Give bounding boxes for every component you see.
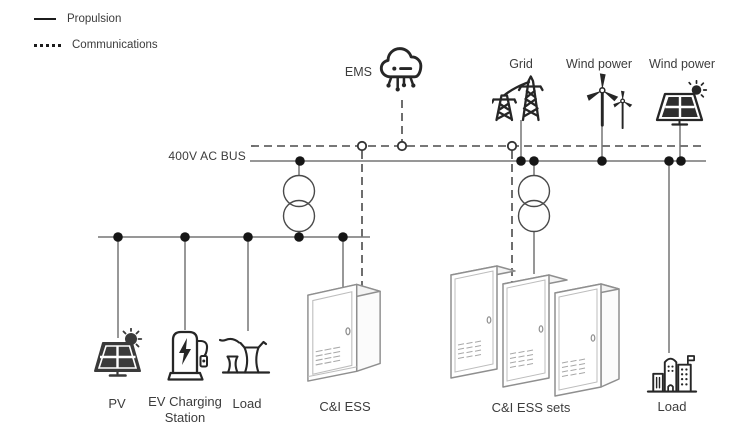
wind-power-right-label: Wind power (649, 57, 715, 71)
dotted-line-swatch (34, 43, 61, 47)
transformer-left-icon (282, 174, 316, 233)
ess-cabinet-sets-icon (450, 260, 622, 405)
bus-junction-dots (113, 156, 686, 242)
legend-label: Propulsion (67, 13, 122, 25)
ems-label: EMS (344, 65, 372, 79)
ess-sets-label: C&I ESS sets (491, 400, 571, 415)
solid-line-swatch (34, 18, 56, 20)
load-right-label: Load (657, 399, 687, 414)
pv-panel-icon (92, 327, 154, 383)
legend-item-propulsion: Propulsion (34, 6, 158, 32)
ess-label: C&I ESS (319, 399, 371, 414)
ess-cabinet-icon (300, 262, 390, 388)
wind-turbine-icon (580, 70, 642, 135)
ev-charging-label: EV Charging Station (148, 394, 222, 426)
pv-label: PV (108, 396, 126, 411)
comms-bus-line (251, 100, 705, 292)
grid-label: Grid (509, 57, 533, 71)
legend: Propulsion Communications (34, 6, 158, 58)
grid-tower-icon (491, 72, 550, 127)
wind-power-left-label: Wind power (566, 57, 632, 71)
city-load-icon (645, 344, 699, 399)
comms-node-circles (356, 140, 518, 152)
ac-bus-label: 400V AC BUS (168, 149, 246, 163)
transformer-right-icon (517, 174, 551, 233)
ac-bus-line (98, 120, 706, 353)
legend-item-communications: Communications (34, 32, 158, 58)
ems-cloud-icon (376, 44, 430, 103)
solar-panel-icon (652, 79, 710, 131)
legend-label: Communications (72, 39, 158, 51)
ev-charging-station-icon (162, 326, 214, 389)
factory-load-icon (218, 331, 273, 380)
load-left-label: Load (232, 396, 262, 411)
